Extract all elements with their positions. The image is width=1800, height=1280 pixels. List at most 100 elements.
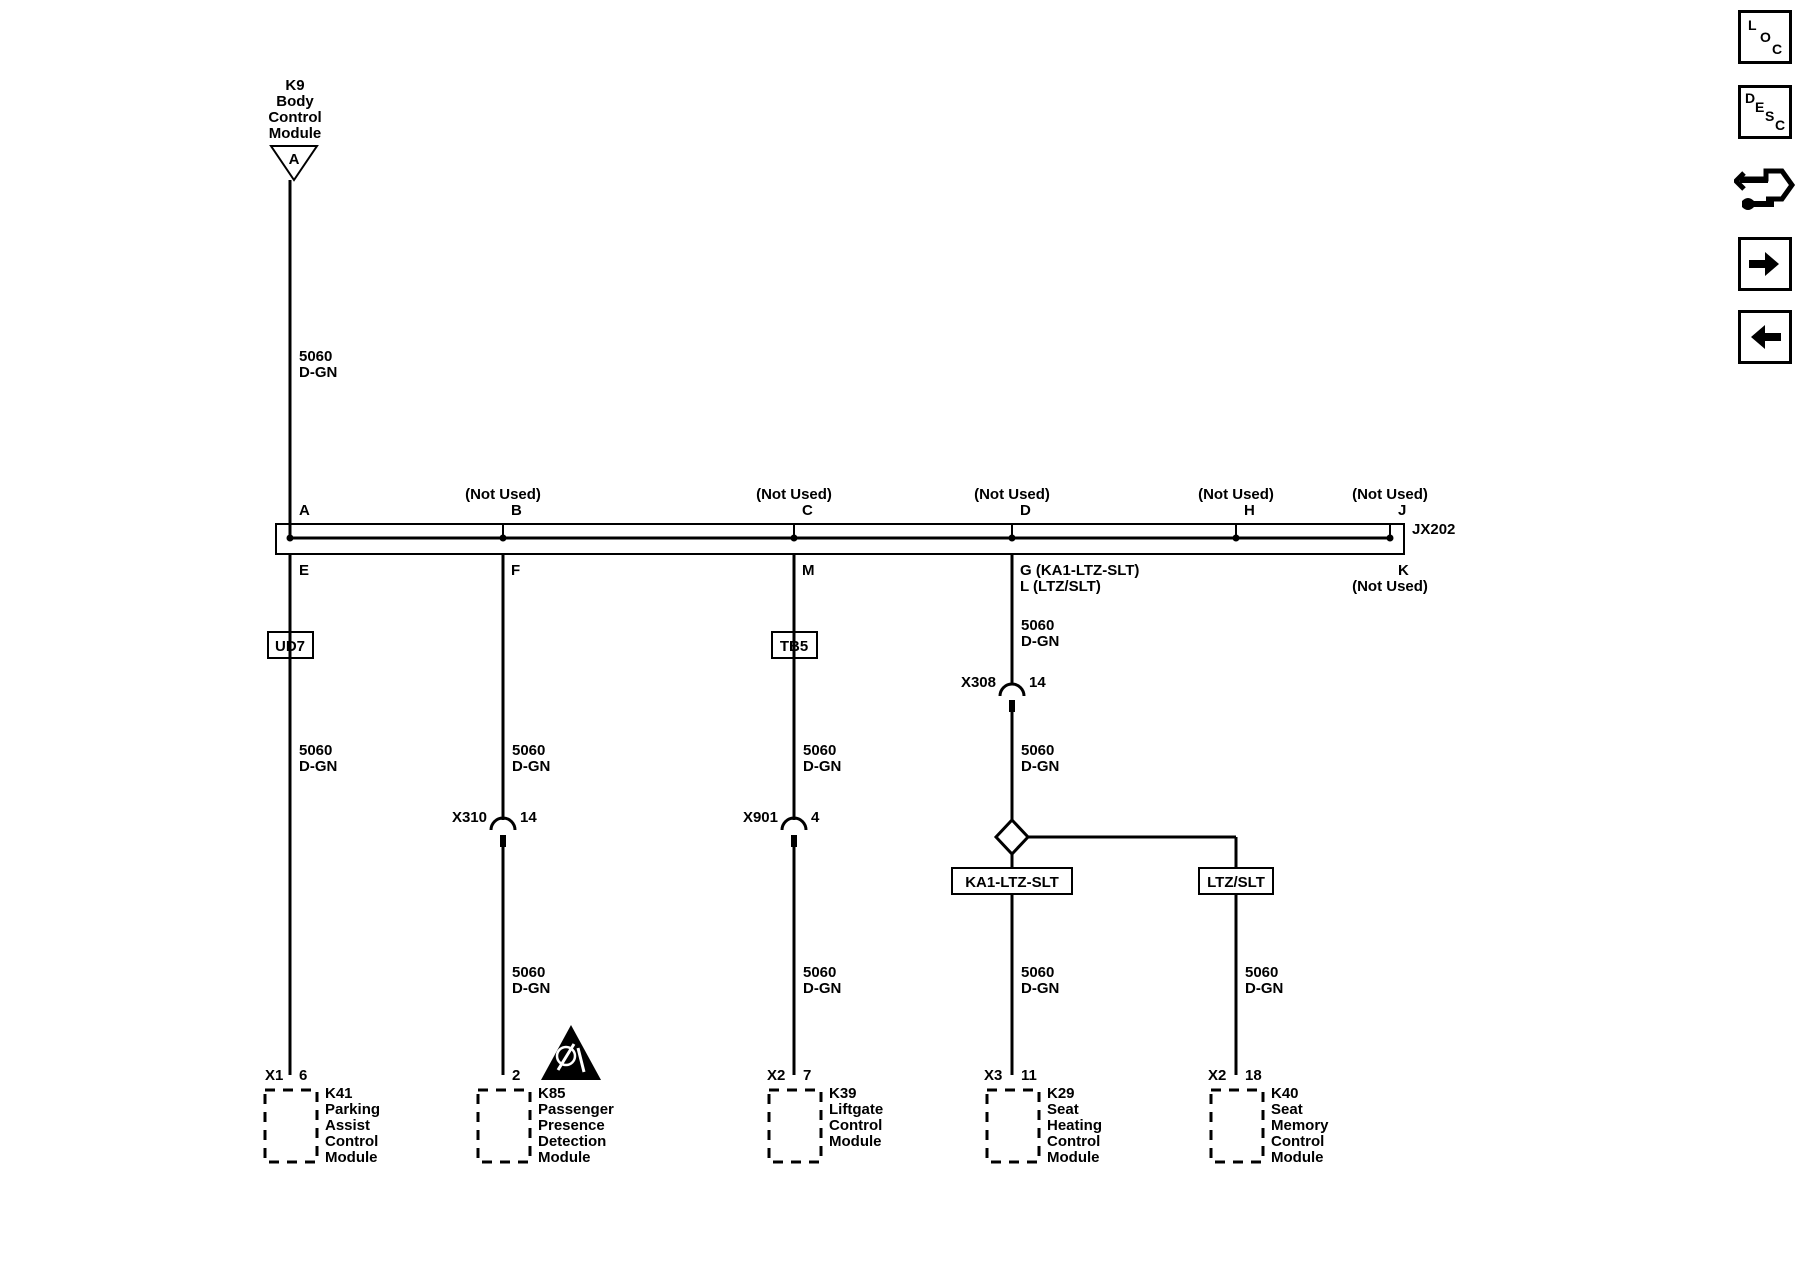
- arrow-left-icon: [1751, 325, 1781, 349]
- jx202-splice-pack: JX202 A (Not Used) B (Not Used) C (Not U…: [275, 486, 1455, 595]
- loc-letter-o: O: [1760, 29, 1771, 45]
- loc-icon: L O C: [1748, 17, 1782, 57]
- pin-f-label: F: [511, 562, 520, 579]
- wire-label-circuit: 5060: [803, 742, 836, 759]
- k40-id: K40: [1271, 1085, 1299, 1102]
- desc-letter-c: C: [1775, 117, 1785, 133]
- k29-pin: 11: [1021, 1067, 1037, 1084]
- wire-label-circuit: 5060: [1021, 617, 1054, 634]
- x310-name: X310: [452, 809, 487, 826]
- wire-label-color: D-GN: [1021, 633, 1059, 650]
- k39-line-1: Liftgate: [829, 1101, 883, 1118]
- wire-label-color: D-GN: [512, 980, 550, 997]
- wire-label-color: D-GN: [803, 980, 841, 997]
- pin-m-label: M: [802, 562, 815, 579]
- k40-pin: 18: [1245, 1067, 1262, 1084]
- wire-label-color: D-GN: [803, 758, 841, 775]
- option-tb5: TB5: [780, 638, 808, 655]
- k9-id: K9: [285, 77, 304, 94]
- x310-pin: 14: [520, 809, 537, 826]
- jx202-body: [275, 523, 1405, 555]
- desc-letter-d: D: [1745, 90, 1755, 106]
- k40-line-4: Module: [1271, 1149, 1324, 1166]
- k41-module-box: [263, 1088, 319, 1164]
- description-button[interactable]: D E S C: [1738, 85, 1792, 139]
- pin-a-label: A: [299, 502, 310, 519]
- airbag-warning-icon: [541, 1025, 601, 1080]
- connector-tools-button[interactable]: [1732, 155, 1796, 217]
- wire-label-circuit: 5060: [299, 742, 332, 759]
- k9-line-3: Module: [269, 125, 322, 142]
- k85-line-3: Detection: [538, 1133, 606, 1150]
- pin-h-note: (Not Used): [1198, 486, 1274, 503]
- k29-line-2: Heating: [1047, 1117, 1102, 1134]
- wire-label-color: D-GN: [512, 758, 550, 775]
- k9-pin-triangle: [269, 145, 319, 182]
- k29-line-1: Seat: [1047, 1101, 1079, 1118]
- loc-letter-c: C: [1772, 41, 1782, 57]
- k29-id: K29: [1047, 1085, 1075, 1102]
- wire-label-circuit: 5060: [299, 348, 332, 365]
- k29-line-3: Control: [1047, 1133, 1100, 1150]
- arrow-right-icon: [1749, 252, 1779, 276]
- next-button[interactable]: [1738, 237, 1792, 291]
- pin-e-label: E: [299, 562, 309, 579]
- k9-body-control-module: K9 Body Control Module A: [268, 77, 322, 182]
- pin-b-label: B: [511, 502, 522, 519]
- k41-line-3: Control: [325, 1133, 378, 1150]
- k40-connector: X2: [1208, 1067, 1226, 1084]
- k39-line-3: Module: [829, 1133, 882, 1150]
- k41-connector: X1: [265, 1067, 283, 1084]
- k40-line-2: Memory: [1271, 1117, 1329, 1134]
- pin-j-label: J: [1398, 502, 1406, 519]
- branch-seat-modules: 5060 D-GN X308 14 5060 D-GN KA1-LTZ-SLT …: [951, 554, 1329, 1166]
- k9-line-1: Body: [276, 93, 314, 110]
- pin-d-label: D: [1020, 502, 1031, 519]
- wire-label-color: D-GN: [1021, 980, 1059, 997]
- x310-connector-symbol: [489, 816, 517, 831]
- option-ltz: LTZ/SLT: [1207, 874, 1265, 891]
- connector-wrench-icon: [1732, 168, 1796, 210]
- option-split-diamond: [993, 817, 1031, 857]
- desc-letter-s: S: [1765, 108, 1774, 124]
- wire-label-circuit: 5060: [1021, 742, 1054, 759]
- wire-label-color: D-GN: [299, 758, 337, 775]
- k39-line-2: Control: [829, 1117, 882, 1134]
- k85-id: K85: [538, 1085, 566, 1102]
- k39-connector: X2: [767, 1067, 785, 1084]
- k85-line-2: Presence: [538, 1117, 605, 1134]
- k85-module-box: [476, 1088, 532, 1164]
- pin-k-label: K: [1398, 562, 1409, 579]
- wire-label-circuit: 5060: [1245, 964, 1278, 981]
- desc-icon: D E S C: [1745, 90, 1785, 133]
- k85-pin: 2: [512, 1067, 520, 1084]
- k9-line-2: Control: [268, 109, 321, 126]
- k40-line-1: Seat: [1271, 1101, 1303, 1118]
- loc-letter-l: L: [1748, 17, 1757, 33]
- pin-l-label: L (LTZ/SLT): [1020, 578, 1101, 595]
- wire-label-circuit: 5060: [512, 964, 545, 981]
- k39-pin: 7: [803, 1067, 811, 1084]
- k41-line-4: Module: [325, 1149, 378, 1166]
- jx202-name: JX202: [1412, 521, 1455, 538]
- branch-k85: 5060 D-GN X310 14 5060 D-GN 2 K85 Passen…: [452, 554, 614, 1166]
- location-button[interactable]: L O C: [1738, 10, 1792, 64]
- k41-line-2: Assist: [325, 1117, 370, 1134]
- x901-connector-symbol: [780, 816, 808, 831]
- pin-c-note: (Not Used): [756, 486, 832, 503]
- k29-module-box: [985, 1088, 1041, 1164]
- pin-j-note: (Not Used): [1352, 486, 1428, 503]
- pin-k-note: (Not Used): [1352, 578, 1428, 595]
- k85-line-4: Module: [538, 1149, 591, 1166]
- wire-label-circuit: 5060: [1021, 964, 1054, 981]
- x308-connector-symbol: [998, 682, 1026, 697]
- wiring-diagram: K9 Body Control Module A 5060 D-GN JX202…: [263, 77, 1455, 1166]
- x901-name: X901: [743, 809, 778, 826]
- pin-b-note: (Not Used): [465, 486, 541, 503]
- wire-label-circuit: 5060: [803, 964, 836, 981]
- wire-label-color: D-GN: [1021, 758, 1059, 775]
- previous-button[interactable]: [1738, 310, 1792, 364]
- pin-g-label: G (KA1-LTZ-SLT): [1020, 562, 1139, 579]
- pin-c-label: C: [802, 502, 813, 519]
- k39-id: K39: [829, 1085, 857, 1102]
